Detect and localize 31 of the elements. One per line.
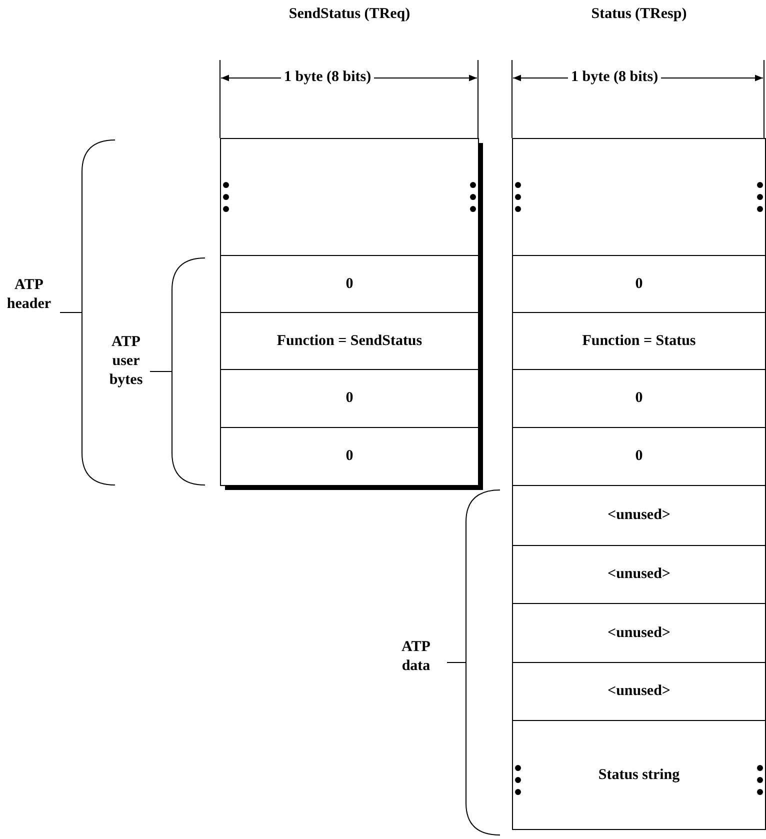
field-value: 0 [635, 390, 643, 407]
field-value: 0 [635, 276, 643, 292]
packet-field [512, 485, 766, 546]
packet-field [512, 720, 766, 830]
packet-field [512, 369, 766, 428]
packet-field [512, 603, 766, 663]
dimension-text: 1 byte (8 bits) [281, 68, 374, 87]
field-value: Function = SendStatus [276, 332, 422, 350]
field-value: <unused> [608, 566, 670, 583]
packet-field [512, 255, 766, 313]
field-value: <unused> [608, 683, 670, 700]
packet-field [220, 138, 479, 256]
field-value: 0 [346, 390, 354, 407]
packet-field [512, 662, 766, 721]
field-value: Function = Status [582, 332, 696, 350]
field-value: <unused> [608, 624, 670, 642]
field-value: 0 [346, 276, 354, 292]
bracket-label: ATP user bytes [108, 333, 144, 390]
field-value: 0 [346, 448, 354, 465]
field-value: Status string [598, 766, 680, 784]
packet-field [512, 312, 766, 370]
packet-field [512, 138, 766, 256]
dimension-text: 1 byte (8 bits) [568, 68, 662, 87]
column-heading: SendStatus (TReq) [288, 5, 412, 24]
bracket-label: ATP data [400, 638, 432, 676]
field-value: 0 [635, 448, 643, 465]
column-heading: Status (TResp) [590, 5, 688, 24]
field-value: <unused> [608, 507, 670, 524]
bracket-label: ATP header [6, 276, 52, 314]
packet-field [512, 427, 766, 486]
packet-field [512, 545, 766, 604]
